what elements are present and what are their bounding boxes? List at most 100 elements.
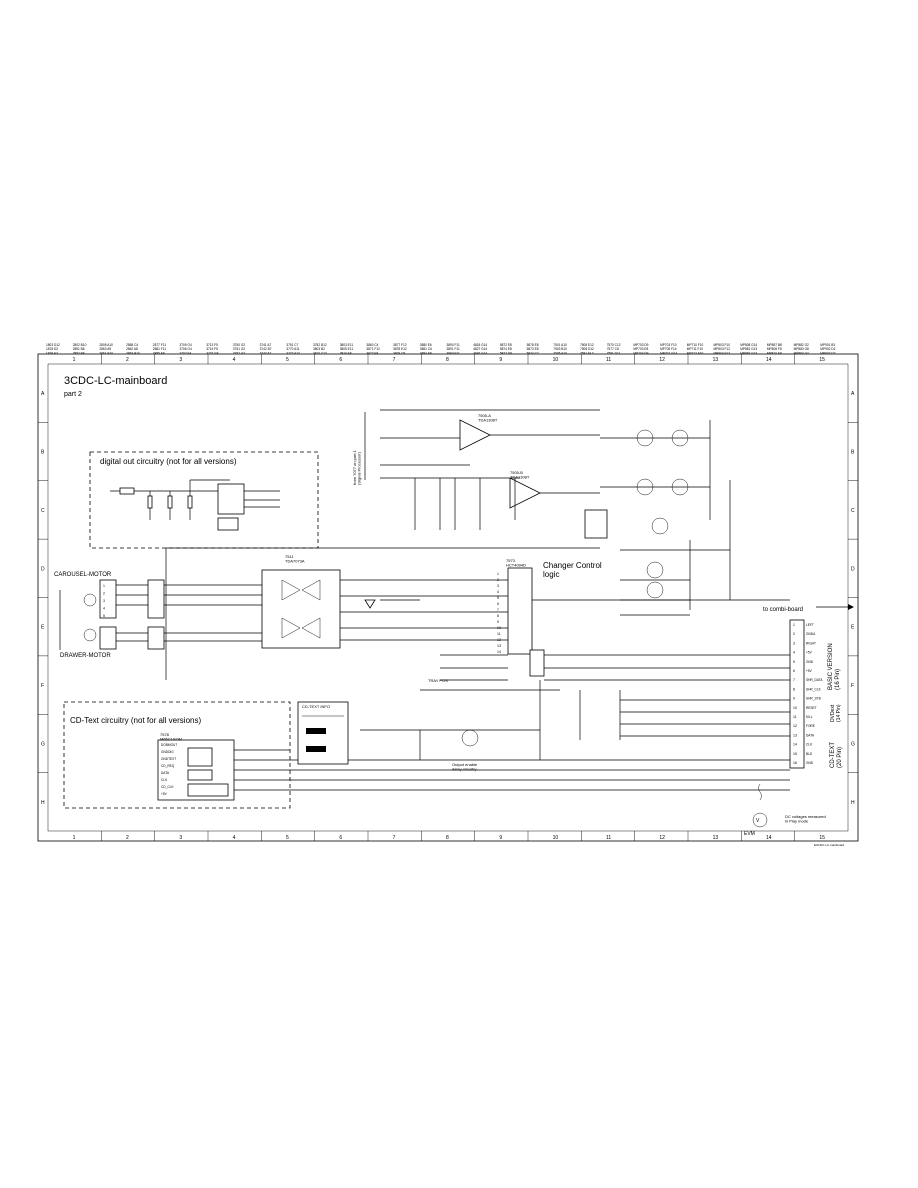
index-entry: 3890 F11: [447, 343, 460, 347]
from-processor-note: from 7077 on part 1(Signal Processor): [352, 449, 362, 485]
index-entry: 4827 G14: [473, 347, 487, 351]
index-entry: 2863 A9: [99, 347, 111, 351]
column-number: 5: [286, 835, 289, 841]
combi-pin: 10: [793, 706, 797, 710]
column-number: 10: [553, 835, 559, 841]
index-entry: 3743 A7: [260, 351, 272, 355]
index-entry: 2802 B10: [73, 343, 87, 347]
row-letter: A: [41, 391, 45, 397]
row-letter: G: [41, 741, 45, 747]
index-entry: 3860 C4: [366, 343, 378, 347]
index-entry: 3877 F12: [393, 343, 407, 347]
index-entry: MP884 G2: [794, 351, 809, 355]
index-entry: 1878 D2: [46, 347, 58, 351]
index-entry: MP803 F10: [714, 343, 731, 347]
connector-pin: 3: [103, 599, 105, 603]
index-entry: MP704 D9: [633, 351, 648, 355]
connector-1878b: [147, 579, 165, 619]
index-entry: 5872 E8: [500, 343, 512, 347]
index-entry: 7570 C12: [607, 343, 621, 347]
column-number: 12: [659, 835, 665, 841]
combi-pin: 2: [793, 632, 795, 636]
drawer-motor-label: DRAWER-MOTOR: [60, 653, 111, 659]
cd-text-section-label: CD-Text circuitry (not for all versions): [70, 716, 201, 725]
combi-signal: GND: [806, 660, 814, 664]
digital-out-label: digital out circuitry (not for all versi…: [100, 457, 237, 466]
index-entry: 3871 F12: [366, 347, 380, 351]
combi-pin: 3: [793, 641, 795, 645]
combi-signal: KILL: [806, 715, 813, 719]
index-entry: MP703 E8: [633, 347, 648, 351]
index-entry: 2852 B8: [73, 351, 85, 355]
index-entry: MP901 B3: [820, 343, 835, 347]
column-number: 15: [819, 357, 825, 363]
combi-signal: CLK: [806, 743, 813, 747]
index-entry: 2863 B10: [126, 351, 140, 355]
controller-pin: 13: [497, 644, 501, 648]
evm-label: EVM: [744, 831, 755, 837]
index-entry: 2851 B6: [73, 347, 85, 351]
index-entry: MP705 F14: [660, 347, 677, 351]
index-entry: 4846 G14: [473, 351, 487, 355]
combi-signal: +5V: [806, 651, 813, 655]
index-entry: 3803 B2: [313, 347, 325, 351]
index-entry: 3714 F5: [206, 347, 218, 351]
column-number: 13: [713, 835, 719, 841]
index-entry: 2885 F8: [153, 351, 165, 355]
column-number: 13: [713, 357, 719, 363]
index-entry: 7503 B10: [553, 347, 567, 351]
cd-text-connector-label: CD-TEXT(20 Pin): [830, 742, 843, 768]
column-number: 12: [659, 357, 665, 363]
index-entry: 3893 F11: [447, 351, 460, 355]
column-number: 3: [179, 357, 182, 363]
index-entry: 3752 G2: [233, 351, 245, 355]
index-entry: 7577 C8: [607, 347, 619, 351]
connector-pin: 2: [103, 592, 105, 596]
column-number: 7: [393, 357, 396, 363]
index-entry: 3805 E11: [340, 347, 354, 351]
column-number: 14: [766, 835, 772, 841]
basic-version-label: BASIC VERSION(16 Pin): [828, 643, 841, 690]
index-entry: MP707 G14: [660, 351, 677, 355]
index-entry: 1803 D12: [46, 343, 60, 347]
index-entry: MP703 F10: [660, 343, 677, 347]
controller-pin: 3: [497, 584, 499, 588]
index-entry: MP887 B8: [767, 343, 782, 347]
column-number: 2: [126, 357, 129, 363]
cd-text-signal: DATA: [161, 771, 170, 775]
controller-pin: 8: [497, 614, 499, 618]
row-letter: D: [851, 566, 855, 572]
combi-board-connector: to combi-board 12345678910111213141516LE…: [620, 604, 854, 769]
index-entry: 5874 E8: [500, 347, 512, 351]
index-entry: 7508 D12: [580, 347, 594, 351]
row-letter: F: [851, 683, 854, 689]
connector-pin: 4: [103, 607, 105, 611]
index-entry: MP710 F10: [687, 343, 704, 347]
combi-pin: 5: [793, 660, 795, 664]
connector-1877b: [147, 626, 165, 650]
row-letter: H: [41, 800, 45, 806]
combi-signal: SHR_STB: [806, 697, 821, 701]
combi-signal: BLD: [806, 752, 813, 756]
index-entry: MP881 G13: [740, 347, 757, 351]
cd-text-info-box: CD-TEXT INFO: [297, 701, 349, 765]
index-entry: MP903 D2: [820, 351, 835, 355]
combi-signal: SHR_DATA: [806, 678, 823, 682]
row-letter: C: [851, 508, 855, 514]
combi-pin: 16: [793, 761, 797, 765]
column-number: 5: [286, 357, 289, 363]
index-entry: MP803 F12: [714, 347, 731, 351]
index-entry: MP810 E8: [767, 351, 782, 355]
index-entry: MP712 F10: [687, 351, 704, 355]
column-number: 8: [446, 835, 449, 841]
column-number: 14: [766, 357, 772, 363]
